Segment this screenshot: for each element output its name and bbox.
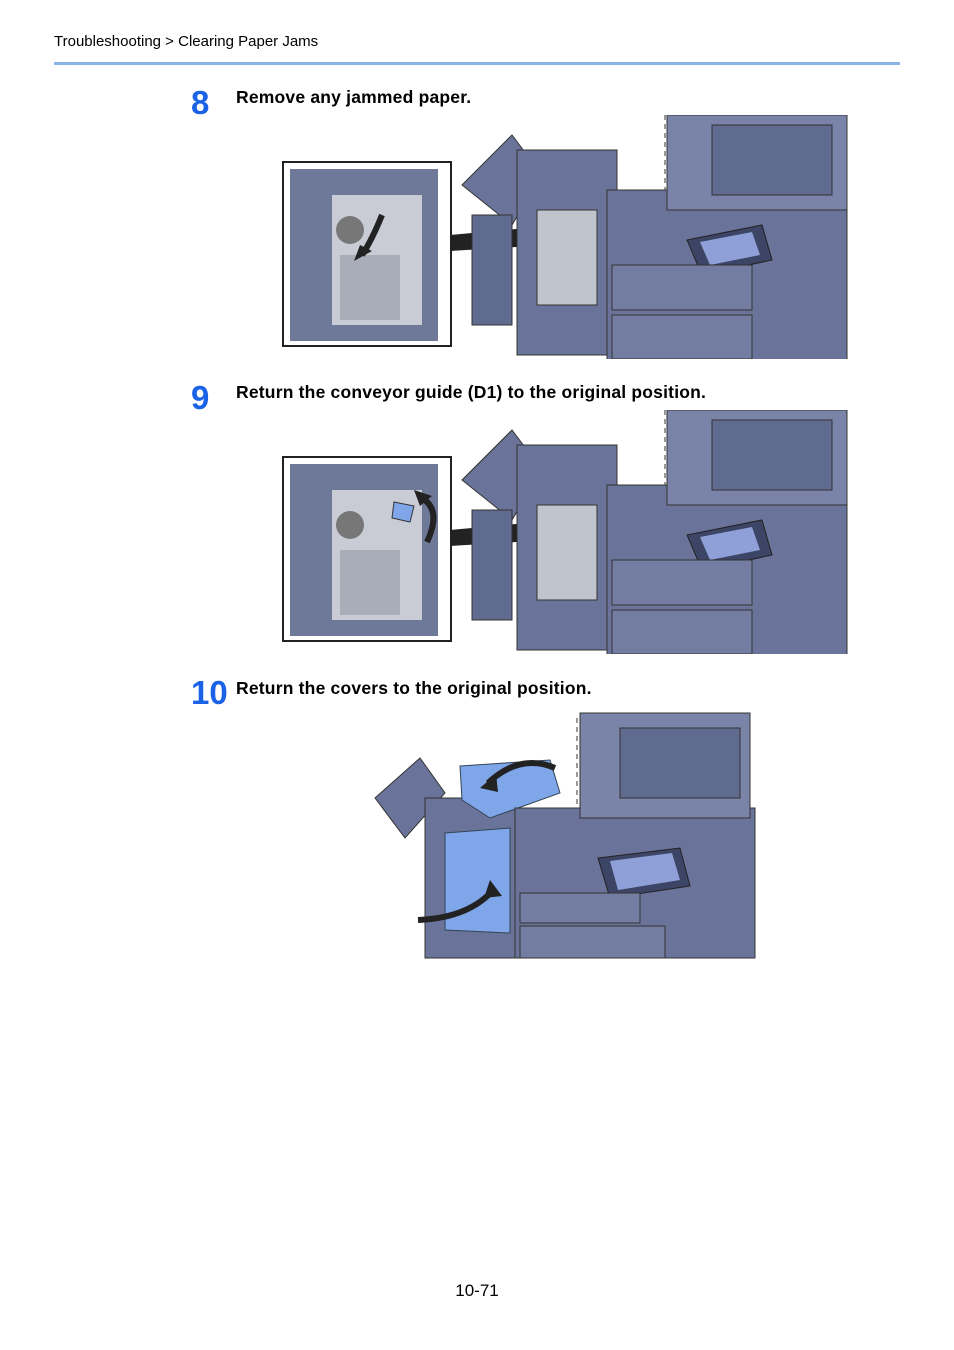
step-9-illustration <box>282 410 848 654</box>
step-9-number: 9 <box>191 379 210 416</box>
step-10-number: 10 <box>191 674 228 711</box>
step-9-text: Return the conveyor guide (D1) to the or… <box>236 382 707 402</box>
step-8-text: Remove any jammed paper. <box>236 87 472 107</box>
step-8-illustration <box>282 115 848 359</box>
header-rule <box>54 62 900 65</box>
step-8-number: 8 <box>191 84 210 121</box>
page-number: 10-71 <box>455 1281 499 1300</box>
breadcrumb: Troubleshooting > Clearing Paper Jams <box>54 33 319 50</box>
step-10-illustration <box>374 712 756 959</box>
step-10-text: Return the covers to the original positi… <box>236 678 592 698</box>
